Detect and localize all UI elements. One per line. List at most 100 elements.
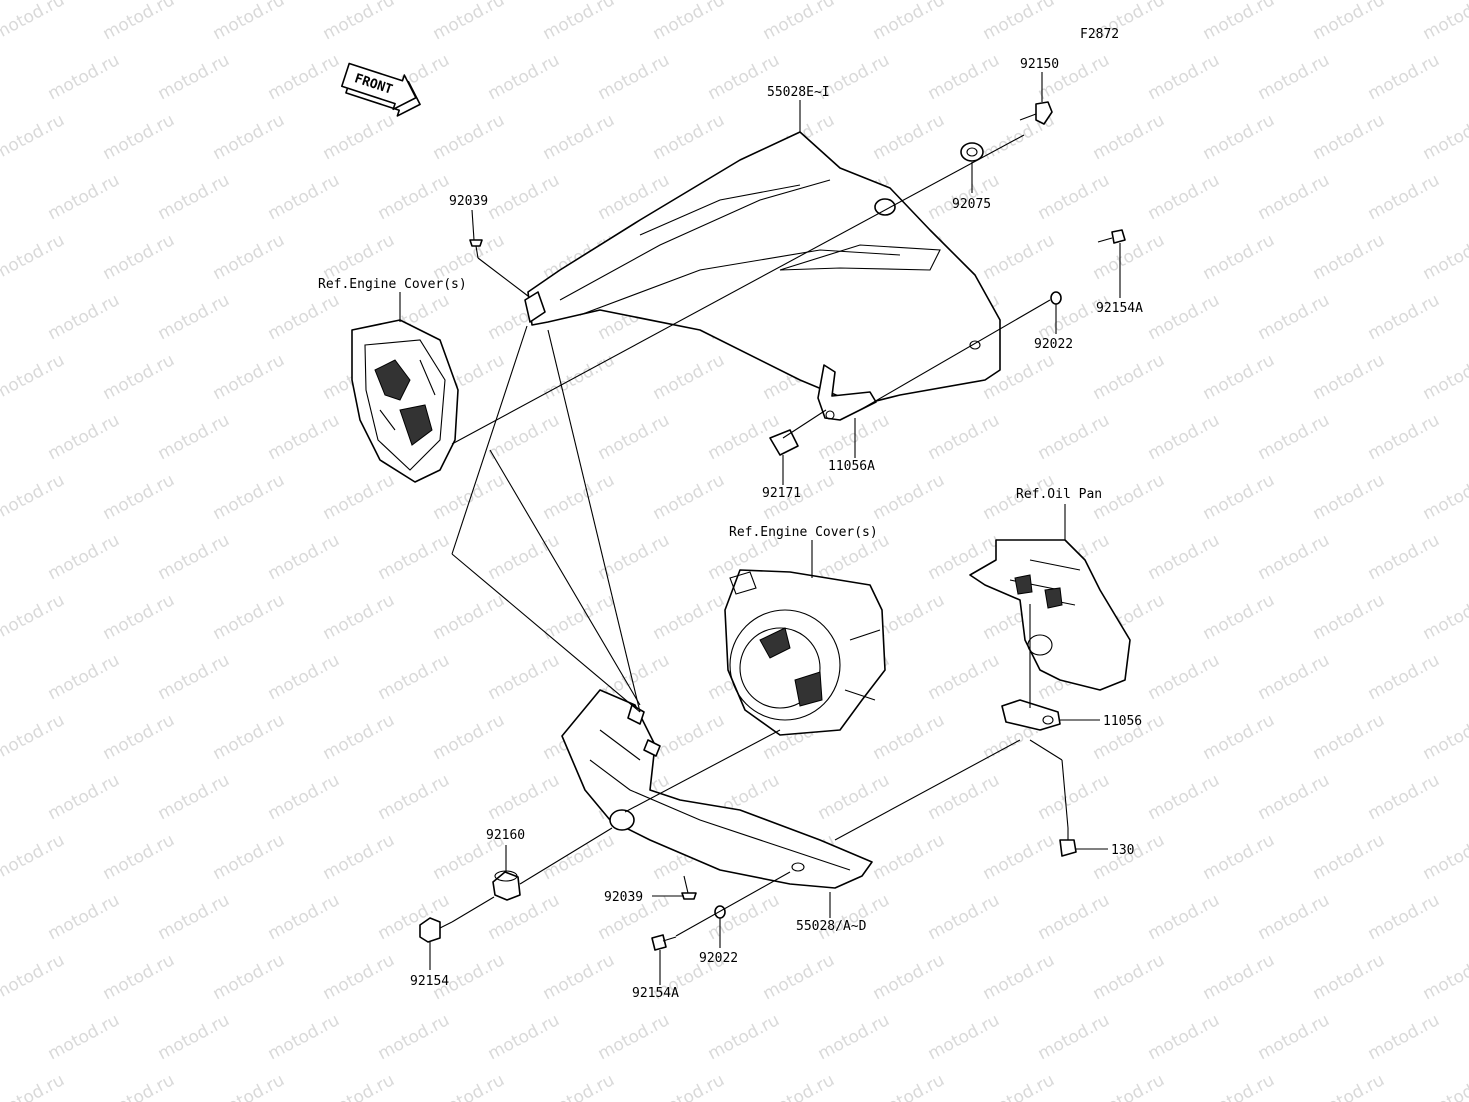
watermark-text: motod.ru [320, 710, 398, 764]
label-92171: 92171 [762, 486, 801, 501]
watermark-text: motod.ru [320, 0, 398, 44]
watermark-text: motod.ru [0, 350, 68, 404]
watermark-text: motod.ru [430, 110, 508, 164]
watermark-text: motod.ru [1255, 890, 1333, 944]
watermark-text: motod.ru [210, 0, 288, 44]
watermark-text: motod.ru [1365, 170, 1443, 224]
watermark-text: motod.ru [760, 0, 838, 44]
watermark-text: motod.ru [210, 710, 288, 764]
watermark-text: motod.ru [1200, 0, 1278, 44]
label-55028e-i: 55028E~I [767, 85, 830, 100]
watermark-text: motod.ru [1145, 650, 1223, 704]
watermark-text: motod.ru [430, 0, 508, 44]
watermark-text: motod.ru [705, 1010, 783, 1064]
watermark-text: motod.ru [0, 110, 68, 164]
watermark-text: motod.ru [815, 890, 893, 944]
watermark-text: motod.ru [1365, 530, 1443, 584]
watermark-text: motod.ru [100, 110, 178, 164]
watermark-text: motod.ru [650, 0, 728, 44]
watermark-text: motod.ru [650, 590, 728, 644]
watermark-text: motod.ru [540, 350, 618, 404]
washer-92022-bottom [714, 905, 726, 919]
watermark-text: motod.ru [375, 1010, 453, 1064]
watermark-text: motod.ru [1090, 110, 1168, 164]
watermark-text: motod.ru [815, 1010, 893, 1064]
watermark-text: motod.ru [320, 590, 398, 644]
watermark-text: motod.ru [1200, 590, 1278, 644]
watermark-text: motod.ru [45, 290, 123, 344]
callout-labels: F2872 55028E~I 92150 92075 92039 Ref.Eng… [318, 27, 1143, 1001]
watermark-text: motod.ru [155, 650, 233, 704]
bracket-11056a [817, 364, 877, 421]
watermark-text: motod.ru [925, 50, 1003, 104]
watermark-text: motod.ru [100, 710, 178, 764]
watermark-text: motod.ru [430, 590, 508, 644]
watermark-text: motod.ru [1145, 50, 1223, 104]
watermark-text: motod.ru [100, 830, 178, 884]
watermark-text: motod.ru [540, 830, 618, 884]
watermark-text: motod.ru [375, 170, 453, 224]
watermark-text: motod.ru [650, 470, 728, 524]
watermark-text: motod.ru [870, 1070, 948, 1102]
label-92154a-bottom: 92154A [632, 986, 679, 1001]
watermark-text: motod.ru [1365, 290, 1443, 344]
watermark-text: motod.ru [650, 710, 728, 764]
watermark-text: motod.ru [210, 950, 288, 1004]
watermark-text: motod.ru [540, 110, 618, 164]
watermark-text: motod.ru [0, 950, 68, 1004]
watermark-text: motod.ru [100, 470, 178, 524]
watermark-text: motod.ru [485, 770, 563, 824]
watermark-text: motod.ru [870, 950, 948, 1004]
watermark-text: motod.ru [1420, 830, 1469, 884]
watermark-text: motod.ru [1420, 230, 1469, 284]
watermark-text: motod.ru [1365, 50, 1443, 104]
watermark-text: motod.ru [1200, 710, 1278, 764]
watermark-text: motod.ru [1200, 110, 1278, 164]
watermark-text: motod.ru [870, 470, 948, 524]
watermark-text: motod.ru [1365, 890, 1443, 944]
watermark-text: motod.ru [265, 290, 343, 344]
watermark-text: motod.ru [1200, 230, 1278, 284]
watermark-text: motod.ru [265, 650, 343, 704]
label-92154: 92154 [410, 974, 449, 989]
screw-92039-top [469, 239, 483, 259]
front-arrow: FRONT [340, 62, 421, 117]
watermark-text: motod.ru [760, 950, 838, 1004]
watermark-text: motod.ru [45, 530, 123, 584]
watermark-text: motod.ru [265, 170, 343, 224]
watermark-text: motod.ru [1145, 1010, 1223, 1064]
watermark-text: motod.ru [485, 890, 563, 944]
watermark-text: motod.ru [0, 830, 68, 884]
watermark-text: motod.ru [1310, 710, 1388, 764]
watermark-text: motod.ru [155, 1010, 233, 1064]
watermark-text: motod.ru [1035, 770, 1113, 824]
watermark-text: motod.ru [980, 950, 1058, 1004]
watermark-text: motod.ru [100, 950, 178, 1004]
figure-code: F2872 [1080, 27, 1119, 42]
watermark-text: motod.ru [0, 710, 68, 764]
watermark-text: motod.ru [265, 530, 343, 584]
watermark-text: motod.ru [210, 350, 288, 404]
watermark-text: motod.ru [1035, 410, 1113, 464]
watermark-text: motod.ru [485, 50, 563, 104]
label-92160: 92160 [486, 828, 525, 843]
watermark-text: motod.ru [45, 890, 123, 944]
watermark-text: motod.ru [1255, 410, 1333, 464]
label-ref-engine-cover-1: Ref.Engine Cover(s) [318, 277, 467, 292]
watermark-text: motod.ru [485, 530, 563, 584]
watermark-text: motod.ru [595, 410, 673, 464]
watermark-text: motod.ru [1255, 1010, 1333, 1064]
watermark-text: motod.ru [1035, 890, 1113, 944]
watermark-text: motod.ru [45, 50, 123, 104]
watermark-text: motod.ru [870, 110, 948, 164]
watermark-text: motod.ru [155, 170, 233, 224]
rubber-92160 [492, 870, 521, 901]
label-ref-engine-cover-2: Ref.Engine Cover(s) [729, 525, 878, 540]
watermark-text: motod.ru [980, 230, 1058, 284]
label-92154a-top: 92154A [1096, 301, 1143, 316]
label-92022-bottom: 92022 [699, 951, 738, 966]
watermark-text: motod.ru [595, 530, 673, 584]
watermark-text: motod.ru [375, 770, 453, 824]
watermark-text: motod.ru [925, 1010, 1003, 1064]
watermark-text: motod.ru [1310, 830, 1388, 884]
